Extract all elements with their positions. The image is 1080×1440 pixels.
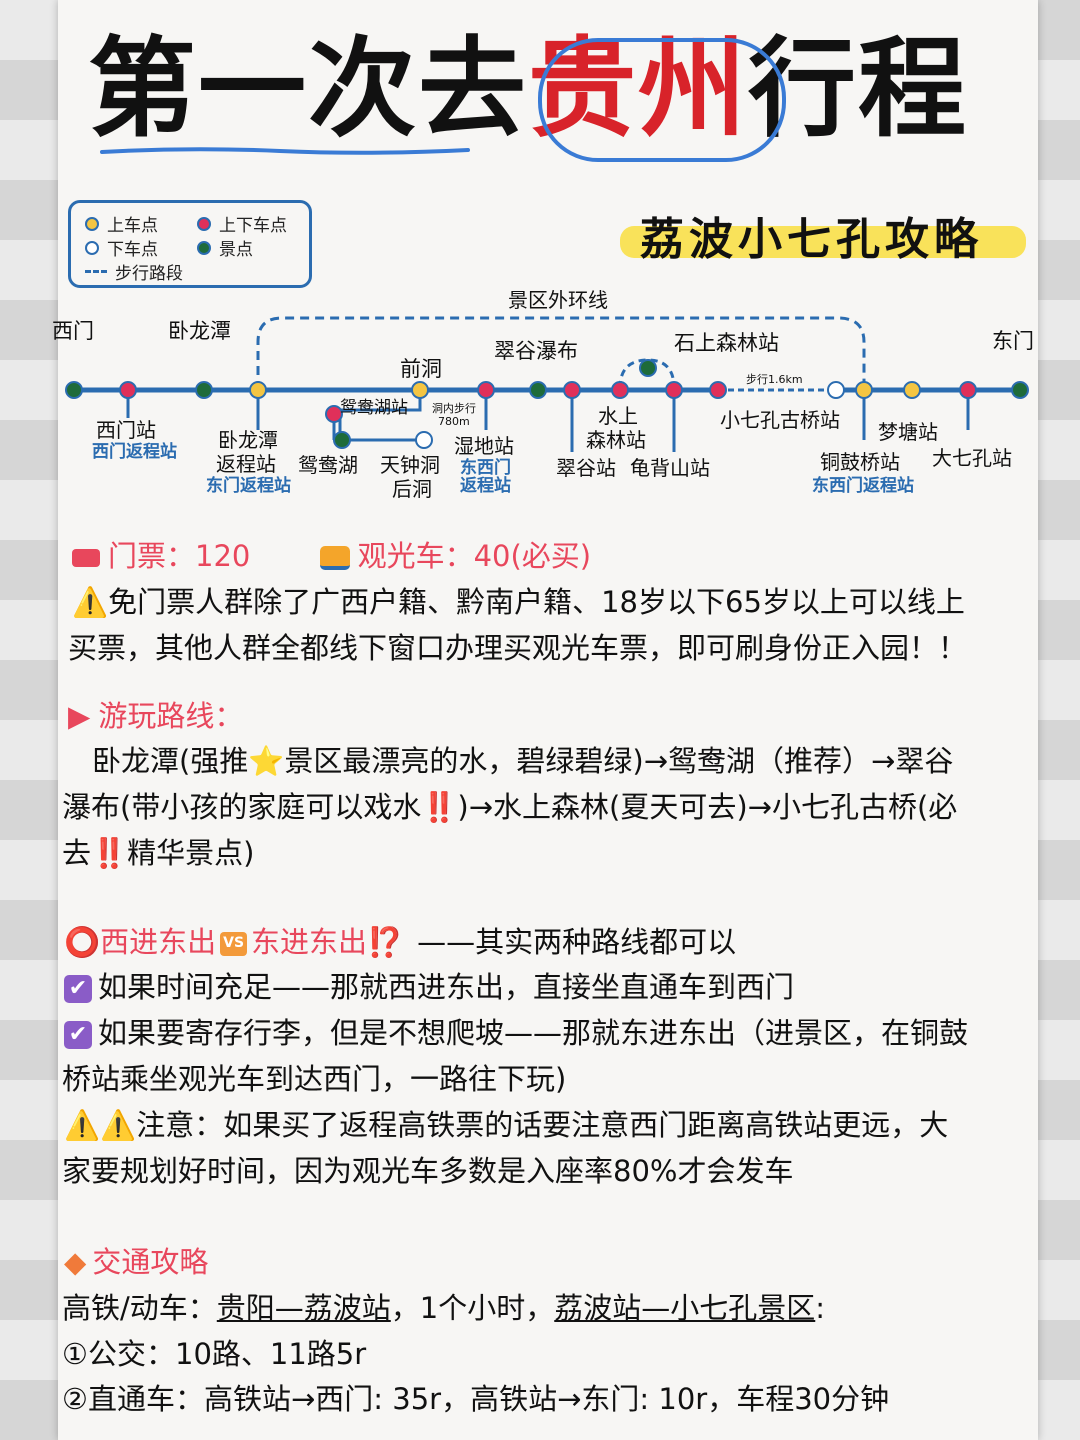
node-cuigu-pubu — [529, 381, 547, 399]
label-dongximen-return: 东西门返程站 — [812, 476, 914, 496]
label-qiandong: 前洞 — [400, 357, 442, 381]
node-shishang — [709, 381, 727, 399]
route-map — [65, 316, 1029, 452]
notice-line-2: 买票，其他人群全都线下窗口办理买观光车票，即可刷身份正入园！！ — [68, 631, 968, 665]
route-heading: ▶游玩路线： — [68, 699, 244, 733]
node-tianzhong — [415, 431, 433, 449]
label-daqikong: 大七孔站 — [932, 446, 1012, 470]
label-walk-16: 步行1.6km — [746, 373, 803, 386]
transport-line-2: ①公交：10路、11路5r — [62, 1337, 367, 1371]
dashed-line-icon — [85, 270, 107, 273]
legend-scenic: 景点 — [197, 235, 253, 260]
label-shuishang-1: 水上 — [598, 404, 638, 428]
transport-heading: ◆交通攻略 — [64, 1245, 209, 1279]
label-ximen-station: 西门站 — [96, 418, 156, 442]
label-shidi: 湿地站 — [454, 434, 514, 458]
node-yuanyanghu — [333, 431, 351, 449]
legend-pickup: 上车点 — [85, 211, 158, 236]
node-tonggu — [855, 381, 873, 399]
warning-line-1: ⚠️⚠️注意：如果买了返程高铁票的话要注意西门距离高铁站更远，大 — [64, 1108, 949, 1142]
node-xiaoqikong — [827, 381, 845, 399]
node-shidi — [477, 381, 495, 399]
circle-icon: ⭕ — [64, 925, 101, 959]
checkbox-icon: ✔ — [64, 1021, 92, 1049]
checkbox-icon: ✔ — [64, 975, 92, 1003]
legend-walk: 步行路段 — [85, 259, 183, 284]
map-legend: 上车点 上下车点 下车点 景点 步行路段 — [68, 200, 312, 288]
node-ximen — [65, 381, 83, 399]
notice-line-1: ⚠️免门票人群除了广西户籍、黔南户籍、18岁以下65岁以上可以线上 — [72, 585, 965, 619]
option-1: ✔如果时间充足——那就西进东出，直接坐直通车到西门 — [64, 969, 794, 1005]
node-qiandong — [411, 381, 429, 399]
route-line-2: 瀑布(带小孩的家庭可以戏水‼️)→水上森林(夏天可去)→小七孔古桥(必 — [62, 790, 958, 824]
label-wolongtan-return-2: 返程站 — [216, 452, 276, 476]
white-dot-icon — [85, 240, 99, 255]
legend-pickdrop: 上下车点 — [197, 211, 287, 236]
label-tianzhong-1: 天钟洞 — [380, 453, 440, 477]
node-shuishang — [611, 381, 629, 399]
node-cuigu-station — [563, 381, 581, 399]
label-tianzhong-2: 后洞 — [392, 477, 432, 501]
page-title: 第一次去贵州行程 — [88, 25, 968, 155]
branch-dashed-path — [618, 358, 676, 389]
option-2-line-1: ✔如果要寄存行李，但是不想爬坡——那就东进东出（进景区，在铜鼓 — [64, 1015, 968, 1051]
ticket-icon — [72, 549, 100, 567]
label-ximen-return: 西门返程站 — [92, 442, 177, 462]
vs-icon: VS — [220, 932, 248, 956]
label-ximen: 西门 — [52, 319, 94, 343]
node-guibeishan — [665, 381, 683, 399]
route-line-3: 去‼️精华景点) — [62, 836, 255, 870]
label-shishang: 石上森林站 — [674, 331, 779, 355]
node-mengtang — [903, 381, 921, 399]
label-dongximen-1: 东西门 — [460, 458, 511, 478]
label-xiaoqikong: 小七孔古桥站 — [720, 408, 840, 432]
node-wolongtan-return — [249, 381, 267, 399]
green-dot-icon — [197, 240, 211, 255]
label-outer-loop: 景区外环线 — [508, 288, 608, 312]
bus-icon — [319, 546, 350, 570]
title-circle-mark — [538, 38, 786, 162]
label-walk-inner-2: 780m — [438, 415, 470, 428]
yellow-dot-icon — [85, 216, 99, 231]
option-2-line-2: 桥站乘坐观光车到达西门，一路往下玩) — [62, 1062, 567, 1096]
label-dongximen-2: 返程站 — [460, 476, 511, 496]
label-dongmen: 东门 — [992, 329, 1034, 353]
title-part1: 第一次去 — [88, 27, 529, 152]
label-shuishang-2: 森林站 — [586, 428, 646, 452]
legend-dropoff: 下车点 — [85, 235, 158, 260]
label-wolongtan: 卧龙潭 — [168, 319, 231, 343]
red-dot-icon — [197, 216, 211, 231]
diamond-icon: ◆ — [64, 1245, 87, 1279]
title-underline — [100, 147, 470, 155]
node-daqikong — [959, 381, 977, 399]
node-ximen-station — [119, 381, 137, 399]
transport-line-1: 高铁/动车：贵阳—荔波站，1个小时，荔波站—小七孔景区: — [62, 1291, 826, 1325]
warning-line-2: 家要规划好时间，因为观光车多数是入座率80%才会发车 — [62, 1154, 794, 1188]
label-yuanyanghu-station: 鸳鸯湖站 — [340, 398, 408, 418]
route-line-1: 卧龙潭(强推⭐景区最漂亮的水，碧绿碧绿)→鸳鸯湖（推荐）→翠谷 — [92, 744, 954, 778]
label-guibeishan: 龟背山站 — [630, 456, 710, 480]
ticket-row: 门票：120 观光车：40(必买) — [72, 538, 591, 574]
flag-icon: ▶ — [68, 699, 91, 733]
label-wolongtan-return-1: 卧龙潭 — [218, 428, 278, 452]
label-dongmen-return: 东门返程站 — [206, 476, 291, 496]
label-walk-inner-1: 洞内步行 — [432, 402, 476, 415]
node-shuishang-scenic — [639, 359, 657, 377]
label-cuigu-station: 翠谷站 — [556, 456, 616, 480]
node-wolongtan — [195, 381, 213, 399]
label-mengtang: 梦塘站 — [878, 420, 938, 444]
label-yuanyanghu: 鸳鸯湖 — [298, 453, 358, 477]
label-cuigu-pubu: 翠谷瀑布 — [494, 339, 578, 363]
subtitle-highlight-bar — [620, 226, 1026, 258]
label-tonggu: 铜鼓桥站 — [820, 450, 900, 474]
transport-line-3: ②直通车：高铁站→西门: 35r，高铁站→东门: 10r，车程30分钟 — [62, 1382, 890, 1416]
node-dongmen — [1011, 381, 1029, 399]
guide-card: 第一次去贵州行程 荔波小七孔攻略 上车点 上下车点 下车点 景点 步行路段 — [52, 0, 1038, 1440]
subtitle: 荔波小七孔攻略 — [640, 214, 983, 265]
outer-loop-path — [256, 316, 866, 390]
node-yuanyanghu-station — [325, 405, 343, 423]
